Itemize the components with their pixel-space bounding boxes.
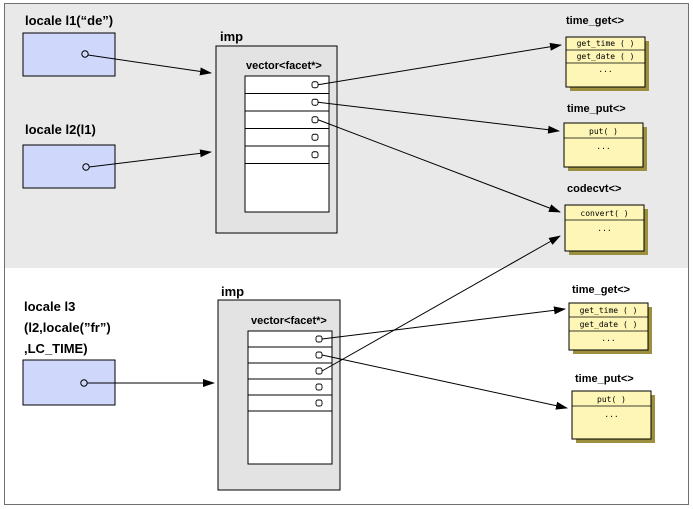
locale-object [22,144,116,189]
imp-label: imp [220,29,243,44]
facet-member: ... [598,65,612,74]
facet-slot-pointer [311,151,319,159]
facet-member: get_time ( ) [580,306,638,315]
facet-title: codecvt<> [567,183,621,195]
facet-object [565,36,646,88]
pointer-arrow [321,354,568,410]
locale-facet-diagram: locale l1(“de”) locale l2(l1) locale l3 (l2… [22,13,655,491]
locale-label: (l2,locale(”fr”) [24,320,111,335]
facet-title: time_put<> [567,103,626,115]
facet-member: ... [601,334,615,343]
facet-slot-pointer [315,399,323,407]
facet-member: get_date ( ) [580,320,638,329]
facet-vector [247,330,333,465]
pointer-arrow [87,54,212,76]
pointer-arrow [317,101,560,134]
facet-member: ... [597,224,611,233]
locale-object [22,32,116,77]
facet-slot-pointer [315,351,323,359]
facet-member: get_time ( ) [577,39,635,48]
facet-vector [244,75,330,213]
locale-label: locale l2(l1) [25,122,96,137]
facet-slot-pointer [315,367,323,375]
facet-title: time_get<> [572,284,630,296]
diagram-frame: locale l1(“de”) locale l2(l1) locale l3 (l2… [4,3,689,505]
facet-member: ... [604,410,618,419]
pointer-arrow [321,306,566,340]
facet-slot-pointer [311,133,319,141]
locale-pointer-dot [81,50,89,58]
facet-slot-pointer [315,383,323,391]
imp-label: imp [221,284,244,299]
locale-label: ,LC_TIME) [24,341,88,356]
locale-label: locale l3 [24,299,75,314]
pointer-arrow [317,119,561,213]
facet-object [564,204,645,252]
pointer-arrow [321,235,561,372]
vector-label: vector<facet*> [251,315,327,327]
facet-member: get_date ( ) [577,52,635,61]
pointer-arrow [317,42,562,86]
facet-object [571,390,652,440]
facet-member: put( ) [597,395,626,404]
facet-slot-pointer [315,335,323,343]
vector-label: vector<facet*> [246,60,322,72]
locale-label: locale l1(“de”) [25,13,113,28]
facet-member: ... [596,142,610,151]
facet-slot-pointer [311,81,319,89]
facet-member: convert( ) [580,209,628,218]
locale-pointer-dot [80,379,88,387]
facet-title: time_get<> [566,15,624,27]
facet-slot-pointer [311,116,319,124]
locale-pointer-dot [82,163,90,171]
pointer-arrow [88,149,212,168]
facet-title: time_put<> [575,373,634,385]
facet-object [568,302,649,351]
facet-member: put( ) [589,127,618,136]
facet-slot-pointer [311,98,319,106]
facet-object [563,122,644,168]
